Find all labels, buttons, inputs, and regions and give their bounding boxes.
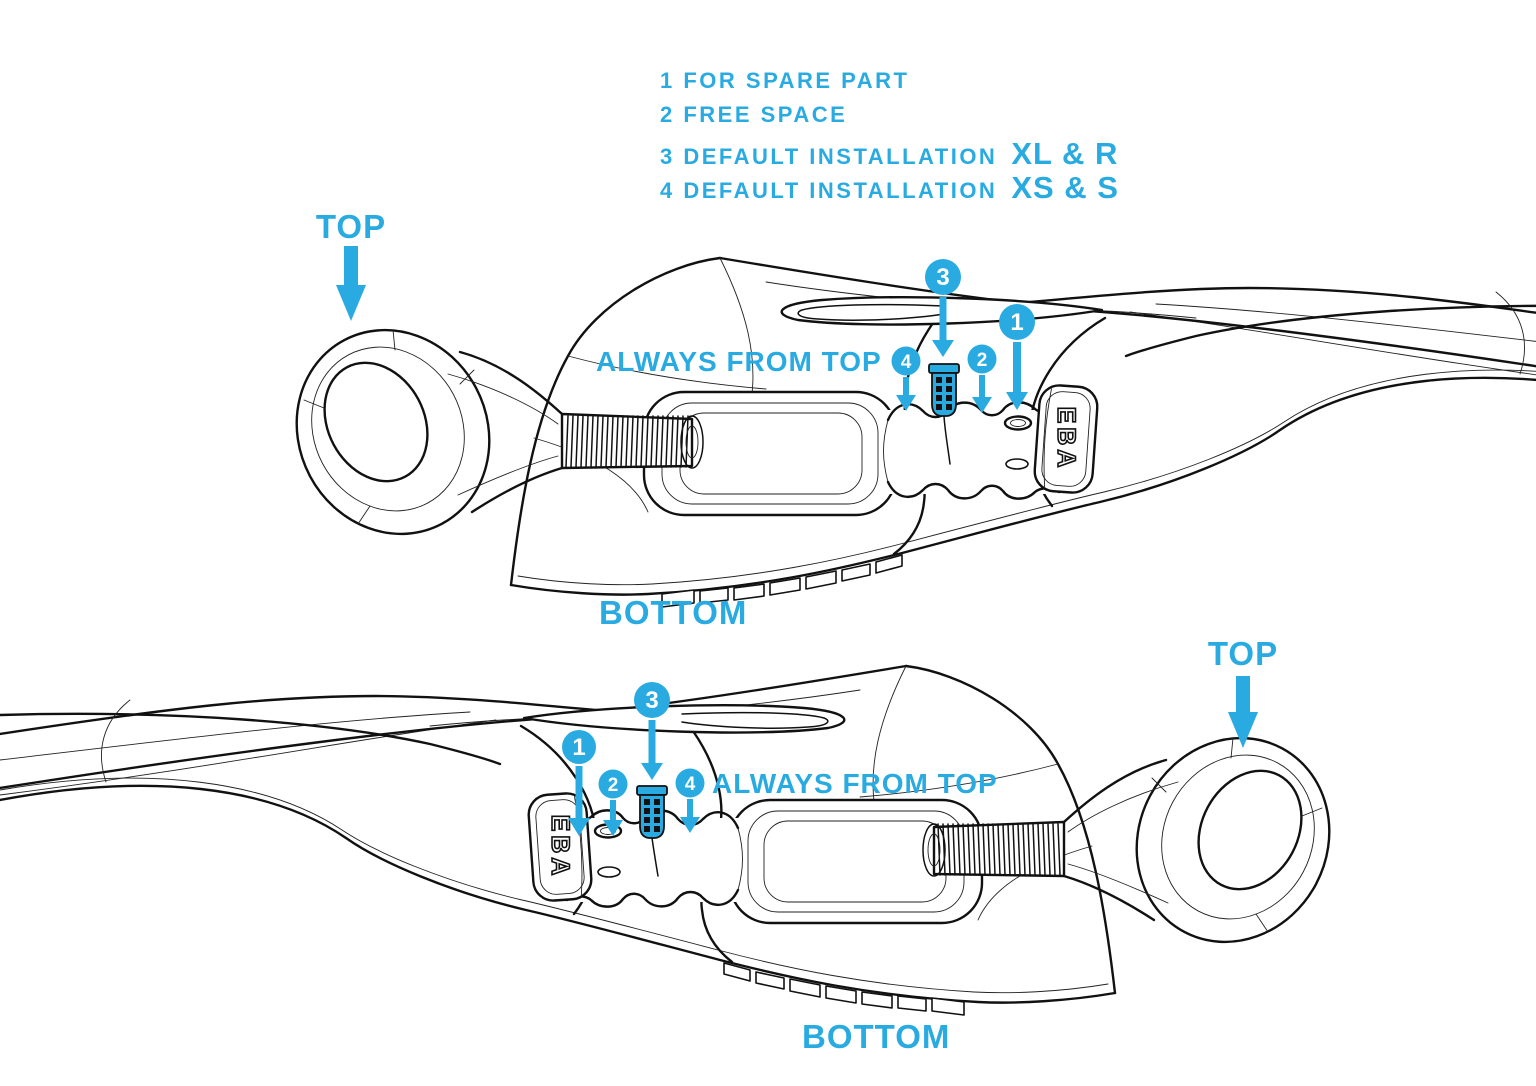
callout-1-arrow: [1006, 342, 1028, 410]
top-arrow-top-diagram: [336, 246, 366, 321]
callout-2-number: 2: [977, 350, 988, 371]
brand-text-bottom: EBA: [546, 815, 574, 880]
callout-2-badge-bottom: [598, 769, 628, 799]
callout-4-number: 4: [901, 352, 912, 373]
top-label-bottom-diagram: TOP: [1208, 635, 1278, 672]
callout-3-number: 3: [936, 264, 949, 291]
callout-3-arrow-bottom: [641, 720, 663, 780]
bottom-handle-drawing: [0, 664, 1367, 1017]
top-diagram-annotations: TOP ALWAYS FROM TOP 3 1 2 4: [316, 208, 1035, 631]
brand-text-top: EBA: [1052, 407, 1080, 472]
legend-item-3-label: 3 DEFAULT INSTALLATION: [660, 144, 998, 169]
bottom-label-top-diagram: BOTTOM: [599, 594, 747, 631]
legend-item-3-suffix: XL & R: [1011, 136, 1119, 171]
always-from-top-label-top: ALWAYS FROM TOP: [596, 346, 882, 377]
callout-2-badge: [967, 344, 997, 374]
top-handle-drawing: [259, 256, 1536, 609]
callout-4-number-bottom: 4: [685, 774, 696, 795]
always-from-top-label-bottom: ALWAYS FROM TOP: [712, 768, 998, 799]
callout-1-number-bottom: 1: [572, 734, 585, 761]
callout-2-arrow: [972, 375, 992, 413]
callout-4-arrow: [896, 377, 916, 411]
legend-item-1-label: 1 FOR SPARE PART: [660, 68, 910, 93]
callout-2-arrow-bottom: [603, 800, 623, 836]
callout-4-arrow-bottom: [680, 799, 700, 833]
dowel-plug-top: [928, 363, 960, 465]
legend-item-2: 2 FREE SPACE: [660, 102, 1119, 136]
dowel-plug-bottom: [636, 785, 668, 877]
callout-3-number-bottom: 3: [645, 687, 658, 714]
bottom-diagram-annotations: TOP 1 2 3 4 ALWAYS FROM TOP: [562, 635, 1278, 1055]
callout-1-arrow-bottom: [568, 766, 590, 836]
top-arrow-bottom-diagram: [1228, 676, 1258, 748]
legend-item-1: 1 FOR SPARE PART: [660, 68, 1119, 102]
callout-3-badge: [925, 259, 961, 295]
legend-item-4: 4 DEFAULT INSTALLATION XS & S: [660, 170, 1119, 205]
legend-item-4-suffix: XS & S: [1011, 170, 1119, 205]
legend-item-3: 3 DEFAULT INSTALLATION XL & R: [660, 136, 1119, 171]
callout-1-badge: [999, 304, 1035, 340]
callout-2-number-bottom: 2: [608, 775, 619, 796]
callout-1-number: 1: [1010, 309, 1023, 336]
callout-3-badge-bottom: [634, 682, 670, 718]
callout-4-badge-bottom: [675, 768, 705, 798]
legend-item-2-label: 2 FREE SPACE: [660, 102, 848, 127]
legend-item-4-label: 4 DEFAULT INSTALLATION: [660, 178, 998, 203]
legend: 1 FOR SPARE PART 2 FREE SPACE 3 DEFAULT …: [660, 68, 1119, 205]
callout-3-arrow: [932, 297, 954, 357]
bottom-label-bottom-diagram: BOTTOM: [802, 1018, 950, 1055]
callout-1-badge-bottom: [562, 730, 596, 764]
callout-4-badge: [891, 346, 921, 376]
top-label-top-diagram: TOP: [316, 208, 386, 245]
